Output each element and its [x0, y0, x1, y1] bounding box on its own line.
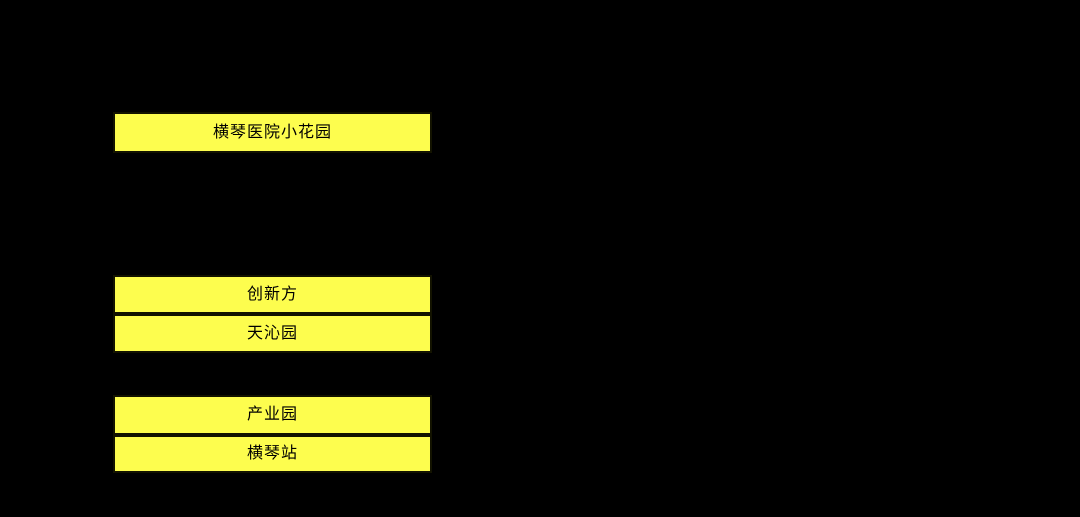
highlighted-cell-chuangxinfang: 创新方	[113, 275, 432, 314]
highlighted-cell-hengqin-hospital-garden: 横琴医院小花园	[113, 112, 432, 153]
highlighted-cell-chanyeyuan: 产业园	[113, 395, 432, 435]
highlighted-cell-hengqin-station: 横琴站	[113, 435, 432, 473]
highlighted-cell-tianqinyuan: 天沁园	[113, 314, 432, 353]
